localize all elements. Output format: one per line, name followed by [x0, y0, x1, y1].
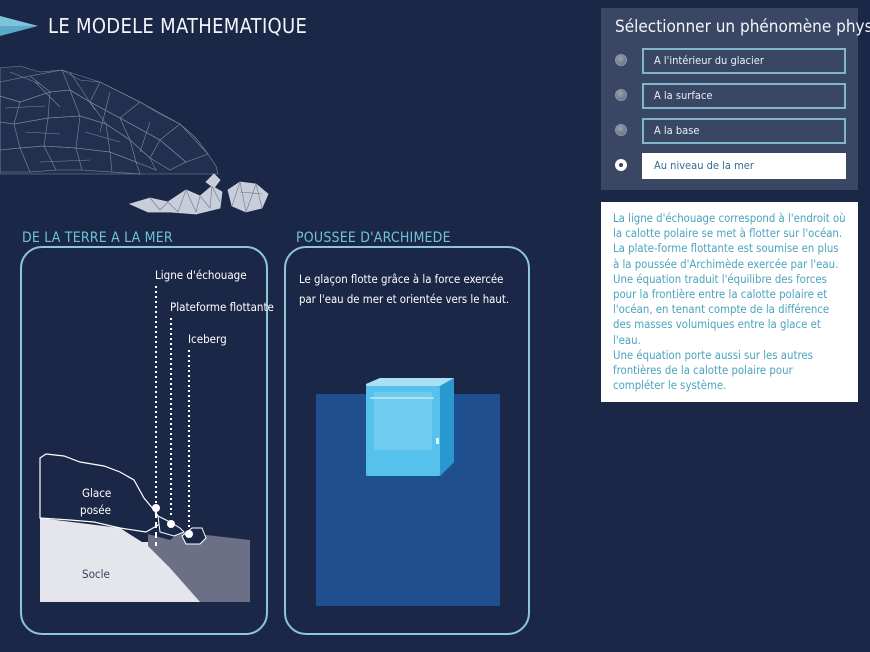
floating-ice-cube-illustration	[316, 378, 500, 606]
glacier-mesh-illustration	[0, 65, 269, 215]
radio-surface[interactable]	[615, 89, 627, 101]
option-sea-level[interactable]: Au niveau de la mer	[615, 153, 847, 179]
grounding-line-label: Ligne d'échouage	[155, 268, 247, 282]
description-panel: La ligne d'échouage correspond à l'endro…	[601, 202, 858, 402]
iceberg-label: Iceberg	[188, 332, 227, 346]
option-label[interactable]: A la surface	[642, 83, 846, 109]
description-paragraph: La ligne d'échouage correspond à l'endro…	[613, 212, 846, 347]
grounded-ice-label-line1: Glace	[82, 486, 112, 500]
page-title: LE MODELE MATHEMATIQUE	[48, 14, 308, 38]
option-label[interactable]: A la base	[642, 118, 846, 144]
archimedes-title: POUSSEE D'ARCHIMEDE	[296, 230, 451, 246]
archimedes-panel	[284, 246, 530, 635]
archimedes-text: Le glaçon flotte grâce à la force exercé…	[299, 273, 510, 306]
floating-platform-label: Plateforme flottante	[170, 300, 274, 314]
title-arrow-icon	[0, 16, 38, 36]
earth-to-sea-title: DE LA TERRE A LA MER	[22, 230, 173, 246]
radio-base[interactable]	[615, 124, 627, 136]
bedrock-label: Socle	[82, 567, 110, 581]
option-label[interactable]: Au niveau de la mer	[642, 153, 846, 179]
selector-title: Sélectionner un phénomène physique	[615, 17, 870, 37]
description-paragraph: Une équation porte aussi sur les autres …	[613, 348, 813, 393]
option-label[interactable]: A l'intérieur du glacier	[642, 48, 846, 74]
option-surface[interactable]: A la surface	[615, 83, 847, 109]
radio-inside-glacier[interactable]	[615, 54, 627, 66]
grounding-line-diagram	[39, 286, 250, 602]
option-base[interactable]: A la base	[615, 118, 847, 144]
ocean-shape	[148, 532, 250, 602]
option-inside-glacier[interactable]: A l'intérieur du glacier	[615, 48, 847, 74]
radio-sea-level[interactable]	[615, 159, 627, 171]
earth-to-sea-panel	[20, 246, 268, 635]
grounded-ice-label-line2: posée	[80, 503, 112, 517]
phenomenon-selector: Sélectionner un phénomène physique A l'i…	[601, 8, 870, 190]
